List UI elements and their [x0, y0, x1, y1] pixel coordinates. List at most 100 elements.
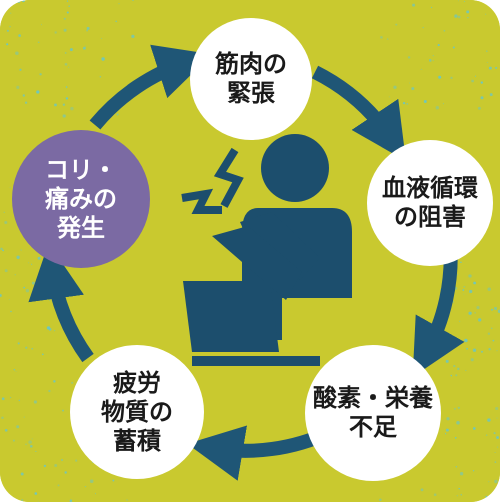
speckle-dot [6, 29, 9, 32]
speckle-dot [496, 0, 499, 2]
speckle-dot [491, 308, 493, 311]
speckle-dot [15, 370, 17, 372]
speckle-dot [456, 495, 458, 497]
node-stiffness-pain: コリ・ 痛みの 発生 [12, 130, 150, 268]
speckle-dot [4, 269, 8, 273]
speckle-dot [485, 434, 488, 436]
speckle-dot [457, 367, 460, 371]
speckle-dot [463, 1, 466, 3]
speckle-dot [462, 289, 465, 291]
speckle-dot [21, 499, 24, 502]
speckle-dot [33, 400, 37, 404]
speckle-dot [17, 0, 21, 3]
speckle-dot [66, 11, 69, 14]
speckle-dot [48, 389, 51, 393]
speckle-dot [440, 352, 445, 357]
speckle-dot [8, 299, 10, 301]
speckle-dot [101, 37, 102, 39]
speckle-dot [450, 374, 453, 377]
speckle-dot [132, 0, 134, 2]
speckle-dot [431, 6, 433, 8]
speckle-dot [6, 43, 9, 46]
speckle-dot [47, 261, 49, 263]
speckle-dot [34, 492, 38, 495]
speckle-dot [20, 249, 22, 251]
speckle-dot [496, 436, 499, 439]
speckle-dot [16, 255, 20, 259]
speckle-dot [16, 85, 20, 89]
speckle-dot [485, 50, 488, 53]
speckle-dot [488, 348, 491, 351]
speckle-dot [63, 17, 66, 20]
speckle-dot [17, 342, 20, 345]
speckle-dot [432, 55, 434, 57]
speckle-dot [64, 471, 67, 474]
speckle-dot [446, 417, 450, 421]
node-muscle-tension: 筋肉の 緊張 [190, 18, 312, 140]
speckle-dot [35, 450, 37, 452]
speckle-dot [31, 438, 33, 440]
speckle-dot [60, 458, 64, 462]
speckle-dot [495, 66, 498, 69]
node-circulation-impaired: 血液循環 の阻害 [367, 140, 493, 266]
speckle-dot [494, 452, 496, 453]
speckle-dot [450, 76, 453, 80]
speckle-dot [476, 306, 480, 310]
speckle-dot [493, 432, 496, 435]
speckle-dot [486, 61, 488, 64]
speckle-dot [463, 285, 466, 288]
speckle-dot [420, 488, 424, 492]
speckle-dot [497, 446, 499, 448]
speckle-dot [116, 113, 119, 116]
speckle-dot [49, 299, 51, 301]
arrow-fatigue-to-pain [28, 243, 94, 363]
speckle-dot [70, 106, 74, 111]
speckle-dot [20, 472, 24, 476]
speckle-dot [465, 369, 467, 372]
speckle-dot [23, 416, 25, 418]
speckle-dot [444, 433, 447, 435]
node-fatigue-accumulation-label: 疲労 物質の 蓄積 [101, 368, 173, 455]
speckle-dot [64, 62, 68, 66]
speckle-dot [420, 68, 422, 70]
speckle-dot [406, 103, 409, 105]
speckle-dot [470, 358, 474, 362]
speckle-dot [13, 368, 16, 371]
speckle-dot [440, 288, 442, 290]
speckle-dot [458, 0, 459, 2]
speckle-dot [380, 36, 383, 39]
speckle-dot [9, 25, 11, 28]
speckle-dot [457, 274, 459, 276]
speckle-dot [68, 66, 70, 68]
node-oxygen-nutrient-deficiency-label: 酸素・栄養 不足 [313, 384, 433, 441]
speckle-dot [472, 427, 476, 430]
speckle-dot [62, 114, 66, 118]
speckle-dot [428, 59, 432, 62]
speckle-dot [89, 479, 94, 483]
speckle-dot [41, 286, 43, 288]
speckle-dot [10, 310, 12, 313]
speckle-dot [454, 436, 457, 439]
speckle-dot [10, 12, 12, 14]
speckle-dot [435, 106, 439, 110]
speckle-dot [480, 96, 484, 100]
speckle-dot [495, 490, 497, 492]
speckle-dot [494, 479, 498, 484]
speckle-dot [69, 499, 73, 502]
speckle-dot [99, 75, 102, 78]
speckle-dot [66, 0, 69, 2]
speckle-dot [16, 425, 20, 429]
speckle-dot [423, 100, 427, 103]
speckle-dot [496, 417, 498, 419]
speckle-dot [9, 396, 12, 399]
speckle-dot [25, 346, 28, 349]
speckle-dot [0, 247, 3, 251]
speckle-dot [84, 485, 87, 488]
speckle-dot [480, 81, 483, 84]
speckle-dot [4, 220, 8, 225]
speckle-dot [62, 103, 66, 106]
speckle-dot [485, 13, 487, 15]
speckle-dot [71, 382, 73, 384]
arrow-pain-to-tension [89, 44, 212, 130]
